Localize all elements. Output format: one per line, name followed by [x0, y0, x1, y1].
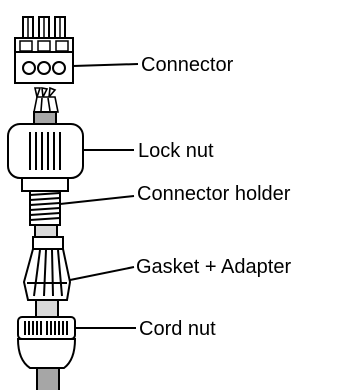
lock-nut-part: [7, 123, 84, 192]
connector-holder-part: [29, 190, 61, 226]
gasket-adapter-label: Gasket + Adapter: [136, 256, 291, 278]
terminal-hole-1: [22, 61, 36, 75]
gasket-adapter-leader: [69, 266, 135, 281]
connector-holder-leader: [59, 195, 135, 205]
connector-label: Connector: [141, 54, 234, 76]
lock-nut-label: Lock nut: [138, 140, 214, 162]
terminal-hole-3: [52, 61, 66, 75]
cable-segment-middle: [34, 224, 58, 238]
cord-nut-part: [16, 316, 77, 369]
cord-nut-dome: [16, 338, 77, 369]
wire-strands: [33, 86, 59, 113]
connector-part: [14, 16, 74, 84]
gasket-adapter-part: [22, 236, 72, 301]
gasket-body: [22, 248, 72, 301]
gasket-top-ring: [32, 236, 64, 250]
cable-tail: [36, 367, 60, 390]
lock-nut-neck: [21, 177, 69, 192]
terminal-hole-2: [37, 61, 51, 75]
connector-leader: [72, 63, 139, 67]
lock-nut-body: [7, 123, 84, 179]
cord-nut-label: Cord nut: [139, 318, 216, 340]
cable-segment-lower: [35, 299, 59, 319]
connector-holder-label: Connector holder: [137, 183, 291, 205]
